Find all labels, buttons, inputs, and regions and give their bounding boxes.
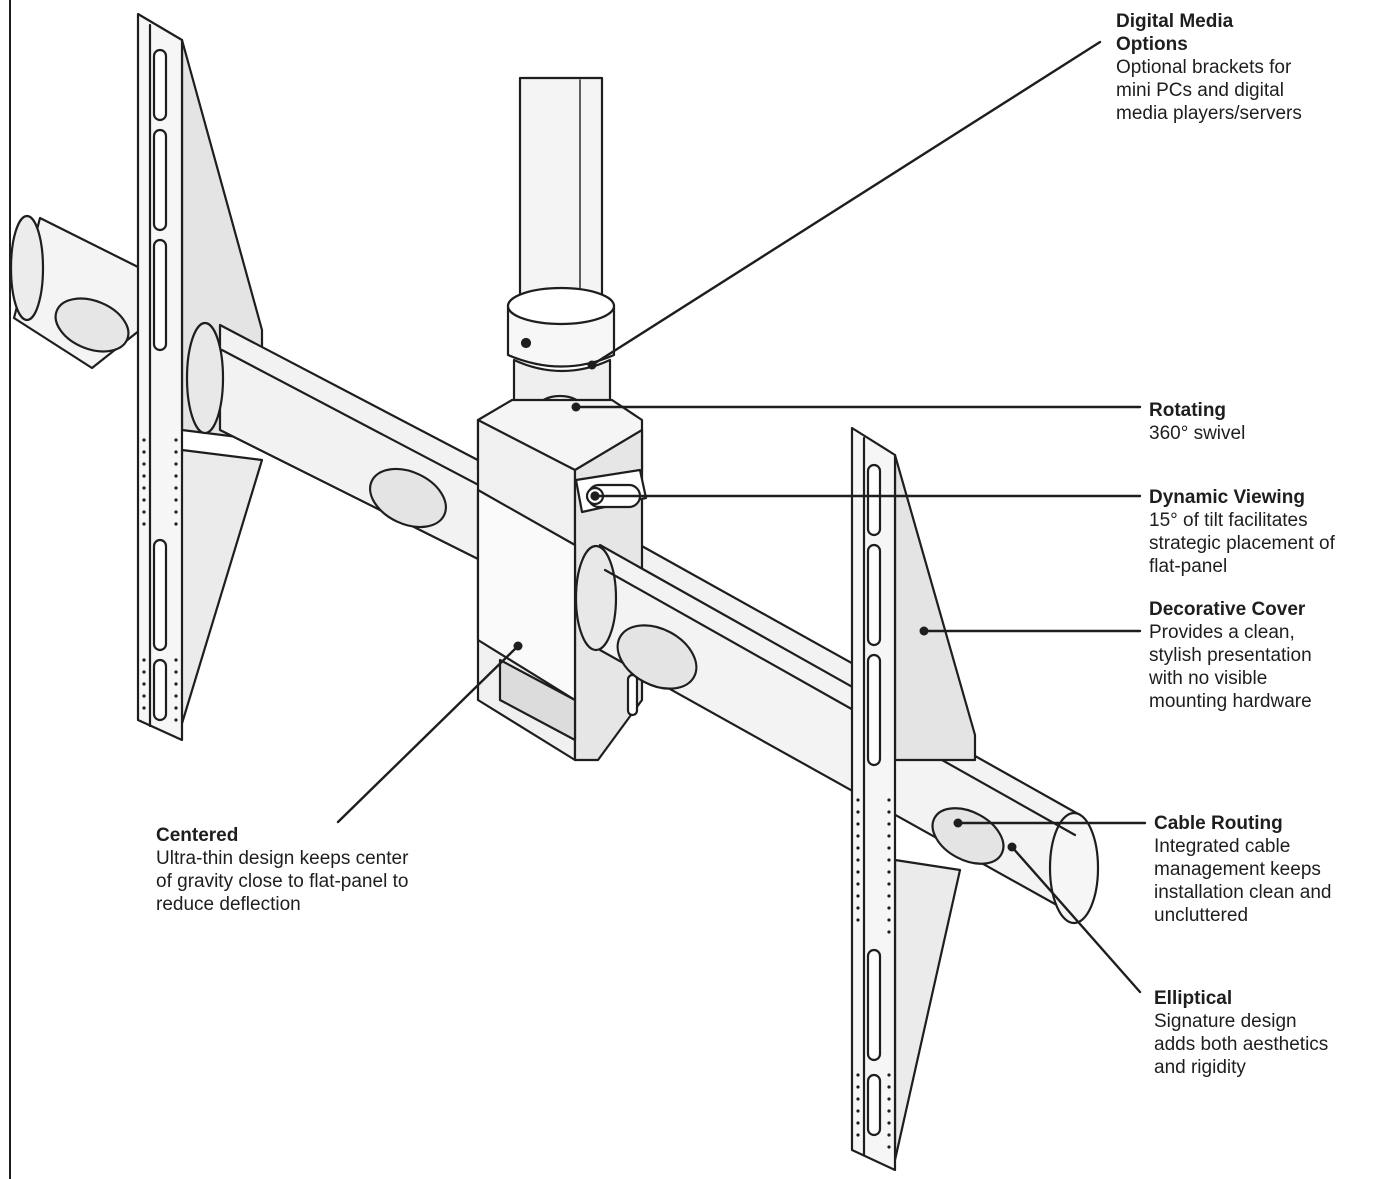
callout-rotating: Rotating 360° swivel xyxy=(1149,399,1245,445)
callout-text: Signature design adds both aesthetics an… xyxy=(1154,1011,1329,1078)
callout-title: Rotating xyxy=(1149,400,1227,421)
leader-digital-media xyxy=(590,40,1102,367)
bracket-slot xyxy=(866,463,882,537)
callout-title: Centered xyxy=(156,825,239,846)
leader-dots xyxy=(513,360,1017,852)
callout-cable-routing: Cable Routing Integrated cable managemen… xyxy=(1154,812,1331,927)
ceiling-pole xyxy=(506,76,616,423)
callout-decorative-cover: Decorative Cover Provides a clean, styli… xyxy=(1149,598,1312,713)
callout-dynamic-viewing: Dynamic Viewing 15° of tilt facilitates … xyxy=(1149,486,1335,578)
right-bracket-perforations xyxy=(856,798,891,1149)
left-tv-bracket xyxy=(136,12,264,742)
bracket-slot xyxy=(152,658,168,722)
callout-title: Cable Routing xyxy=(1154,813,1283,834)
callout-text: Optional brackets for mini PCs and digit… xyxy=(1116,57,1302,124)
leader-centered xyxy=(336,644,520,824)
leader-lines xyxy=(336,40,1147,994)
bracket-slot xyxy=(866,653,882,767)
callout-title: Dynamic Viewing xyxy=(1149,487,1305,508)
tilt-slot xyxy=(626,673,639,717)
rail-left-section xyxy=(9,214,142,370)
bracket-slot xyxy=(866,543,882,647)
callout-text: 360° swivel xyxy=(1149,423,1246,444)
callout-title: Elliptical xyxy=(1154,988,1233,1009)
left-bracket-perforations xyxy=(142,438,178,722)
leader-elliptical xyxy=(1010,845,1142,994)
bracket-slot xyxy=(866,1073,882,1137)
callout-centered: Centered Ultra-thin design keeps center … xyxy=(156,824,408,916)
callout-text: Integrated cable management keeps instal… xyxy=(1154,836,1332,926)
bracket-slot xyxy=(152,238,168,352)
callout-text: Ultra-thin design keeps center of gravit… xyxy=(156,848,409,915)
callout-title: Digital Media Options xyxy=(1116,11,1234,55)
right-tv-bracket xyxy=(850,426,977,1172)
callout-text: Provides a clean, stylish presentation w… xyxy=(1149,622,1312,712)
callout-text: 15° of tilt facilitates strategic placem… xyxy=(1149,510,1335,577)
bracket-slot xyxy=(152,128,168,232)
callout-digital-media: Digital Media Options Optional brackets … xyxy=(1116,10,1302,125)
rail-right-section xyxy=(574,543,1100,925)
callout-elliptical: Elliptical Signature design adds both ae… xyxy=(1154,987,1328,1079)
bracket-slot xyxy=(152,538,168,652)
bracket-slot xyxy=(152,48,168,122)
bracket-slot xyxy=(866,948,882,1062)
callout-title: Decorative Cover xyxy=(1149,599,1306,620)
